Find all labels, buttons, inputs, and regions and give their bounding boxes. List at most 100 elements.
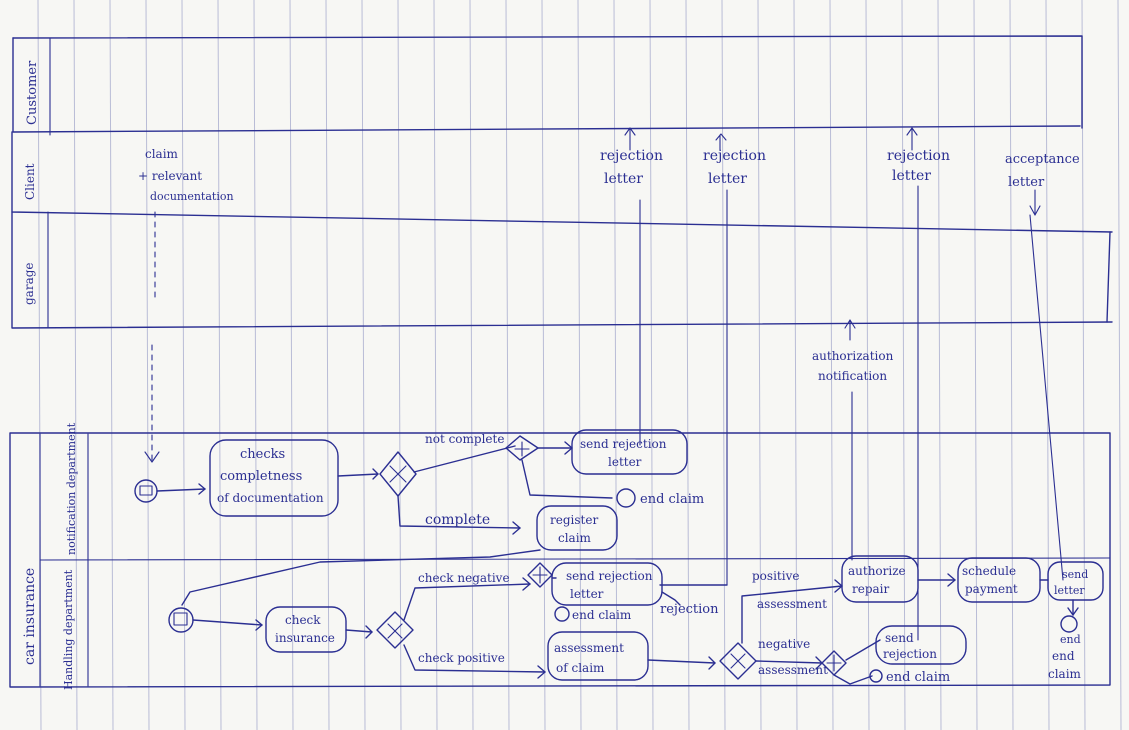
paper-rule-line bbox=[1009, 0, 1014, 730]
paper-rule-line bbox=[469, 0, 474, 730]
paper-rule-line bbox=[829, 0, 834, 730]
paper-rule-line bbox=[793, 0, 798, 730]
parallel-gateway-1 bbox=[505, 435, 539, 461]
task-send-rejection: send rejection bbox=[883, 631, 937, 661]
end-event-3 bbox=[869, 669, 883, 683]
task-check-completeness-box bbox=[209, 439, 339, 517]
paper-rule-line bbox=[433, 0, 438, 730]
task-register-claim: register claim bbox=[550, 513, 598, 545]
paper-rule-line bbox=[685, 0, 690, 730]
task-ar-line2: repair bbox=[852, 582, 890, 596]
acc-line2: letter bbox=[1008, 175, 1045, 190]
paper-rule-line bbox=[1045, 0, 1050, 730]
claim-docs-line3: documentation bbox=[150, 190, 234, 203]
lane-customer-label: Customer bbox=[25, 60, 40, 125]
start-message-event-handling bbox=[168, 607, 194, 633]
paper-rule-line bbox=[217, 0, 222, 730]
lane-notification-label: notification department bbox=[65, 422, 78, 555]
end-event-4 bbox=[1060, 615, 1078, 633]
end-claim-4-line2: end bbox=[1052, 649, 1075, 663]
lane-handling-label: Handling department bbox=[62, 569, 75, 690]
paper-rule-line bbox=[901, 0, 906, 730]
end-claim-2-label: end claim bbox=[572, 608, 632, 622]
rej3-line1: rejection bbox=[887, 148, 950, 164]
paper-rule-line bbox=[361, 0, 366, 730]
task-sr3-line1: send bbox=[885, 631, 914, 645]
task-rc-line1: register bbox=[550, 513, 598, 527]
label-negative: negative bbox=[758, 637, 810, 651]
start-message-event-notification bbox=[134, 479, 158, 503]
paper-rule-line bbox=[973, 0, 978, 730]
label-positive-assessment: assessment bbox=[757, 597, 827, 611]
rej1-line2: letter bbox=[604, 171, 643, 187]
rej1-line1: rejection bbox=[600, 148, 663, 164]
task-ci-line1: check bbox=[285, 613, 321, 627]
paper-rule-line bbox=[145, 0, 150, 730]
task-cc-line1: checks bbox=[240, 447, 285, 462]
parallel-gateway-2 bbox=[527, 562, 553, 588]
end-event-1 bbox=[616, 488, 636, 508]
end-claim-4-line3: claim bbox=[1048, 667, 1082, 681]
paper-rule-line bbox=[253, 0, 258, 730]
paper-rule-line bbox=[613, 0, 618, 730]
paper-rule-line bbox=[865, 0, 870, 730]
task-sl-line1: send bbox=[1062, 568, 1088, 581]
task-register-claim-box bbox=[536, 505, 618, 551]
rejection-letter-annotation-1: rejection letter bbox=[600, 148, 663, 187]
rejection-letter-annotation-3: rejection letter bbox=[887, 148, 950, 184]
task-rc-line2: claim bbox=[558, 531, 592, 545]
envelope-icon bbox=[139, 485, 153, 496]
task-sp-line2: payment bbox=[965, 582, 1018, 596]
task-check-insurance: check insurance bbox=[275, 613, 335, 645]
task-check-completeness: checks completness of documentation bbox=[217, 447, 324, 505]
rej3-line2: letter bbox=[892, 168, 931, 184]
main-pool-outline bbox=[9, 432, 1111, 688]
task-sr2-line2: letter bbox=[570, 587, 604, 601]
task-authorize-repair: authorize repair bbox=[848, 564, 906, 596]
task-schedule-payment: schedule payment bbox=[962, 564, 1018, 596]
label-positive: positive bbox=[752, 569, 799, 583]
paper-rule-line bbox=[325, 0, 330, 730]
rej2-line1: rejection bbox=[703, 148, 766, 164]
acceptance-letter-annotation: acceptance letter bbox=[1005, 152, 1080, 190]
label-check-positive: check positive bbox=[418, 651, 505, 665]
paper-rule-line bbox=[181, 0, 186, 730]
paper-rule-line bbox=[289, 0, 294, 730]
end-claim-1-label: end claim bbox=[640, 492, 704, 507]
task-send-letter: send letter bbox=[1054, 568, 1088, 597]
task-ar-line1: authorize bbox=[848, 564, 906, 578]
task-send-letter-box bbox=[1047, 561, 1104, 601]
task-ci-line2: insurance bbox=[275, 631, 335, 645]
task-ac-line2: of claim bbox=[556, 661, 605, 675]
end-claim-3-label: end claim bbox=[886, 670, 950, 685]
message-flows bbox=[144, 127, 1064, 641]
paper-grid-lines bbox=[37, 0, 1122, 730]
task-send-rejection-1-box bbox=[571, 429, 688, 475]
claim-docs-line2: + relevant bbox=[138, 169, 202, 183]
label-complete: complete bbox=[425, 512, 490, 528]
auth-line2: notification bbox=[818, 369, 887, 383]
task-assessment-of-claim: assessment of claim bbox=[554, 641, 624, 675]
rej2-line2: letter bbox=[708, 171, 747, 187]
rejection-letter-annotation-2: rejection letter bbox=[703, 148, 766, 187]
end-event-2 bbox=[554, 606, 570, 622]
paper-rule-line bbox=[649, 0, 654, 730]
paper-rule-line bbox=[397, 0, 402, 730]
claim-docs-line1: claim bbox=[145, 147, 179, 161]
lane-garage-label: garage bbox=[22, 262, 36, 305]
paper-rule-line bbox=[73, 0, 78, 730]
task-sr2-line1: send rejection bbox=[566, 569, 653, 583]
paper-rule-line bbox=[505, 0, 510, 730]
envelope-icon-2 bbox=[173, 612, 188, 626]
end-claim-4-label: end end claim bbox=[1048, 633, 1082, 681]
task-authorize-repair-box bbox=[841, 555, 919, 603]
task-send-rejection-letter-1: send rejection letter bbox=[580, 437, 667, 469]
acc-line1: acceptance bbox=[1005, 152, 1080, 167]
task-cc-line3: of documentation bbox=[217, 491, 324, 505]
task-ac-line1: assessment bbox=[554, 641, 624, 655]
task-send-rejection-letter-2: send rejection letter bbox=[566, 569, 653, 601]
pool-outlines bbox=[11, 35, 1113, 329]
label-not-complete: not complete bbox=[425, 432, 504, 446]
task-cc-line2: completness bbox=[220, 469, 302, 484]
label-rejection: rejection bbox=[660, 602, 719, 617]
